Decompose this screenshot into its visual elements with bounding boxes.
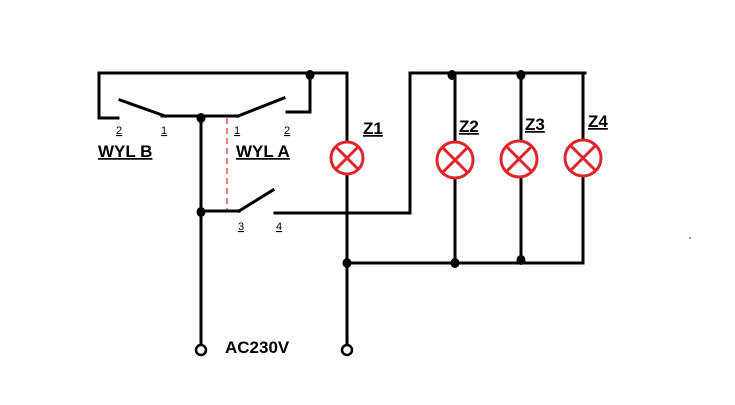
wyl-a-terminal-4-label: 4 (276, 221, 282, 233)
lamp-z2-icon (435, 140, 475, 180)
lamp-z3-label: Z3 (525, 115, 545, 134)
stray-dot (689, 237, 691, 239)
lamp-circuit (329, 70, 603, 345)
lamp-z4-icon (563, 138, 603, 178)
wyl-b-blade (118, 98, 167, 118)
lamp-z4-label: Z4 (588, 112, 608, 131)
wyl-b-terminal-1-label: 1 (161, 125, 167, 137)
supply-terminal-neutral-icon (340, 343, 354, 357)
wyl-a-terminal-3-label: 3 (238, 221, 244, 233)
wyl-b-terminal-2-label: 2 (116, 125, 122, 137)
lower-switch-output-wire (273, 71, 587, 215)
junction-dot (305, 70, 315, 80)
switch-circuit (97, 70, 587, 345)
junction-dot (196, 207, 206, 217)
lamp-z1-icon (329, 140, 365, 176)
lamp-z1-label: Z1 (363, 119, 383, 138)
junction-dot (447, 70, 457, 80)
junction-dot (196, 113, 206, 123)
supply-label: AC230V (225, 338, 290, 357)
lamp-z2-label: Z2 (459, 117, 479, 136)
wyl-a-terminal-1-label: 1 (234, 125, 240, 137)
junction-dot (450, 258, 460, 268)
lamp-z3-icon (499, 139, 539, 179)
junction-dot (342, 258, 352, 268)
wyl-a-terminal-2-label: 2 (284, 125, 290, 137)
supply-terminal-phase-icon (194, 343, 208, 357)
top-loop-wire (97, 71, 349, 120)
switch-b-label: WYL B (98, 142, 152, 161)
switch-a-label: WYL A (236, 142, 290, 161)
wyl-a-blade (236, 96, 286, 118)
junction-dot (516, 255, 526, 265)
junction-dot (516, 70, 526, 80)
lower-switch-blade (236, 187, 276, 214)
